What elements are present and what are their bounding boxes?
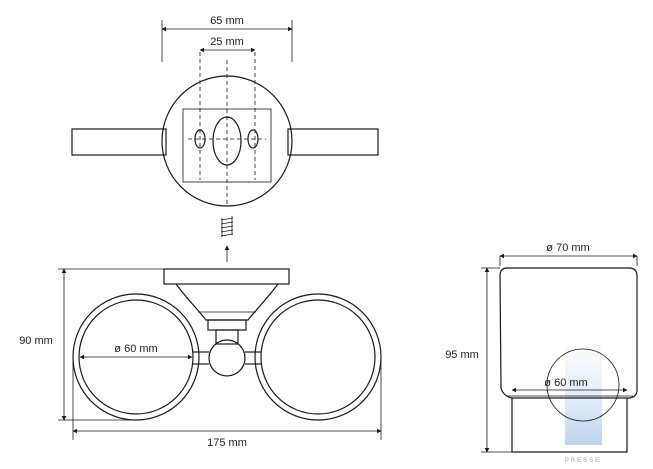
watermark-text: PRESSE [565,458,601,464]
glass-view: ø 70 mm ø 60 mm 95 mm PRESSE [445,242,638,464]
dim-top-width: 65 mm [210,15,244,27]
top-view: 65 mm 25 mm [71,15,379,262]
dim-holder-height: 90 mm [19,335,53,347]
dim-glass-top-diameter: ø 70 mm [546,242,589,254]
dim-top-inner: 25 mm [210,36,244,48]
watermark-band [565,345,602,445]
dim-glass-bottom-diameter: ø 60 mm [544,377,587,389]
dim-glass-height: 95 mm [445,349,479,361]
screw-icon [220,216,234,237]
dim-holder-diameter: ø 60 mm [114,343,157,355]
front-view: ø 60 mm 90 mm 175 mm [19,268,382,449]
dim-holder-width: 175 mm [207,437,247,449]
